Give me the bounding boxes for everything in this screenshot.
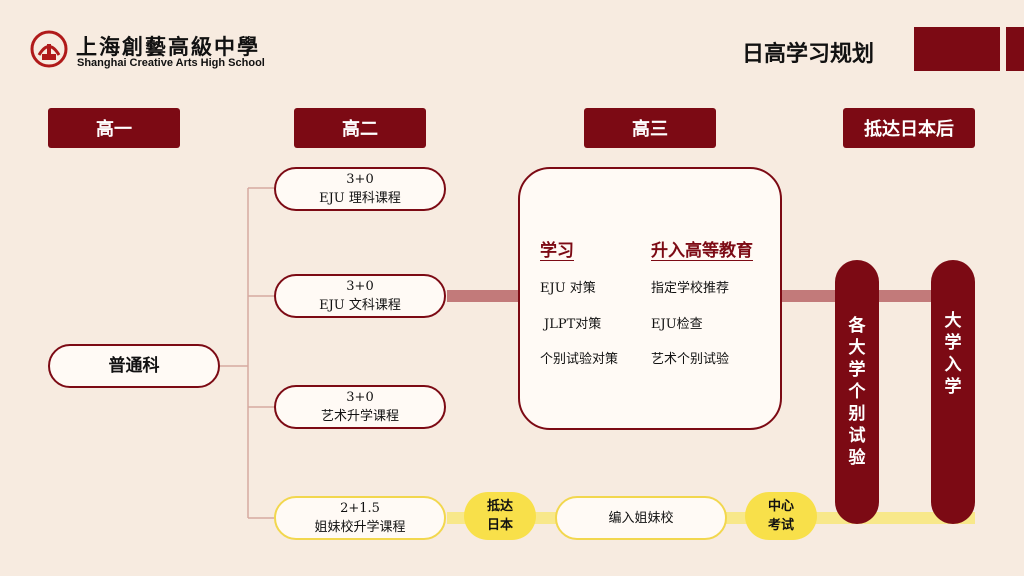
vertical-char: 入 [944, 355, 962, 375]
university-individual-exam-pill: 各 大 学 个 别 试 验 [835, 260, 879, 524]
higher-education-item: 指定学校推荐 [651, 281, 730, 296]
higher-education-item: EJU检查 [651, 317, 703, 332]
year3-study-box [518, 167, 782, 430]
branch-node-line2: EJU 理科课程 [319, 191, 401, 206]
study-item: JLPT对策 [544, 317, 602, 332]
branch-node-arts: 3+0 艺术升学课程 [274, 385, 446, 429]
header-year-2: 高二 [294, 108, 426, 148]
title-decoration-block [914, 27, 1000, 71]
header-year-3: 高三 [584, 108, 716, 148]
vertical-char: 别 [848, 404, 866, 424]
vertical-char: 学 [944, 333, 962, 353]
branch-node-line1: 3+0 [346, 172, 374, 187]
study-item: 个别试验对策 [540, 352, 619, 367]
branch-node-line1: 2+1.5 [340, 501, 380, 516]
title-decoration-block-small [1006, 27, 1024, 71]
center-exam-line1: 中心 [767, 499, 794, 514]
vertical-char: 学 [944, 377, 962, 397]
branch-node-line2: EJU 文科课程 [319, 298, 401, 313]
vertical-char: 试 [848, 426, 866, 446]
school-name-en: Shanghai Creative Arts High School [77, 57, 265, 69]
school-logo-icon [30, 30, 68, 68]
arrive-line2: 日本 [486, 518, 513, 533]
branch-node-line1: 3+0 [346, 279, 374, 294]
university-admission-pill: 大 学 入 学 [931, 260, 975, 524]
vertical-char: 学 [848, 360, 866, 380]
sister-school-label: 编入姐妹校 [608, 510, 674, 526]
vertical-char: 验 [848, 448, 866, 468]
study-item: EJU 对策 [540, 281, 596, 296]
sister-school-transfer-node: 编入姐妹校 [555, 496, 727, 540]
arrive-japan-node: 抵达 日本 [464, 492, 536, 540]
arrive-line1: 抵达 [486, 499, 513, 514]
branch-node-science: 3+0 EJU 理科课程 [274, 167, 446, 211]
page-title: 日高学习规划 [742, 41, 875, 67]
higher-education-column-title: 升入高等教育 [651, 241, 753, 261]
branch-node-line1: 3+0 [346, 390, 374, 405]
vertical-char: 个 [848, 382, 866, 402]
study-column-title: 学习 [540, 241, 574, 261]
vertical-char: 大 [944, 311, 962, 331]
higher-education-item: 艺术个别试验 [651, 352, 730, 367]
center-exam-node: 中心 考试 [745, 492, 817, 540]
vertical-char: 各 [848, 316, 866, 336]
branch-node-line2: 艺术升学课程 [320, 409, 399, 424]
center-exam-line2: 考试 [767, 518, 794, 533]
vertical-char: 大 [848, 338, 866, 358]
root-node-general: 普通科 [48, 344, 220, 388]
branch-node-line2: 姐妹校升学课程 [314, 520, 406, 535]
header-after-arrival: 抵达日本后 [843, 108, 975, 148]
header-year-1: 高一 [48, 108, 180, 148]
root-node-label: 普通科 [108, 355, 160, 376]
branch-node-sister-school: 2+1.5 姐妹校升学课程 [274, 496, 446, 540]
school-name-cn: 上海創藝高級中學 [76, 34, 260, 59]
branch-node-humanities: 3+0 EJU 文科课程 [274, 274, 446, 318]
